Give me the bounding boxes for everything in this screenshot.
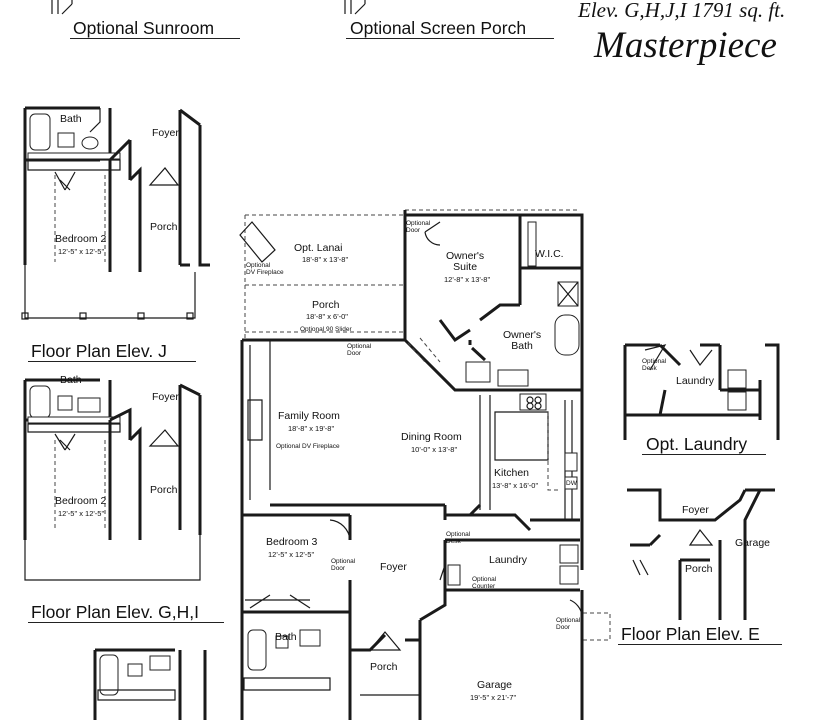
elev-e-garage-label: Garage <box>735 537 771 549</box>
bedroom-3-optional-door-note: Optional Door <box>331 558 356 572</box>
bath-label: Bath <box>275 631 297 643</box>
lanai-label: Opt. Lanai <box>294 242 343 254</box>
caption-underline <box>618 644 782 645</box>
caption-underline <box>70 38 240 39</box>
elev-ghi-foyer-label: Foyer <box>152 391 179 403</box>
laundry-label: Laundry <box>489 554 527 566</box>
family-room-label: Family Room <box>278 410 340 422</box>
family-fireplace-note: Optional DV Fireplace <box>276 443 340 450</box>
opt-laundry-label: Laundry <box>676 375 714 387</box>
caption-opt-laundry: Opt. Laundry <box>646 434 748 454</box>
elev-j-plan <box>21 106 210 320</box>
opt-laundry-plan <box>623 343 780 440</box>
kitchen-dimensions: 13'-8" x 16'-0" <box>492 481 539 490</box>
wic-label: W.I.C. <box>535 248 564 260</box>
caption-elev-e: Floor Plan Elev. E <box>621 624 760 644</box>
owners-suite-dimensions: 12'-8" x 13'-8" <box>444 275 491 284</box>
caption-elev-j: Floor Plan Elev. J <box>31 341 167 361</box>
owners-suite-label: Owner's Suite <box>446 250 485 273</box>
caption-sunroom: Optional Sunroom <box>73 18 215 38</box>
lanai-dimensions: 18'-8" x 13'-8" <box>302 255 349 264</box>
opt-laundry-desk-note: Optional Desk <box>642 358 667 372</box>
lanai-fireplace-note: Optional DV Fireplace <box>246 262 284 276</box>
elev-j-bath-label: Bath <box>60 113 82 125</box>
bottom-left-sketch <box>93 648 207 720</box>
bedroom-3-label: Bedroom 3 <box>266 536 318 548</box>
elevation-square-footage: Elev. G,H,J,I 1791 sq. ft. <box>578 0 786 22</box>
caption-underline <box>28 622 224 623</box>
screen-porch-sketch <box>344 0 366 15</box>
bedroom-3-dimensions: 12'-5" x 12'-5" <box>268 550 315 559</box>
elev-e-foyer-label: Foyer <box>682 504 709 516</box>
dishwasher-label: DW <box>566 480 577 487</box>
dining-room-dimensions: 10'-0" x 13'-8" <box>411 445 458 454</box>
foyer-label: Foyer <box>380 561 407 573</box>
owners-optional-door-note: Optional Door <box>406 220 431 234</box>
garage-optional-door-note: Optional Door <box>556 617 581 631</box>
family-room-dimensions: 18'-8" x 19'-8" <box>288 424 335 433</box>
porch-label: Porch <box>312 299 340 311</box>
front-porch-label: Porch <box>370 661 398 673</box>
elev-ghi-bedroom-dimensions: 12'-5" x 12'-5" <box>58 509 105 518</box>
elev-ghi-bath-label: Bath <box>60 374 82 386</box>
owners-bath-label: Owner's Bath <box>503 329 542 352</box>
plan-name: Masterpiece <box>594 25 777 66</box>
garage-dimensions: 19'-5" x 21'-7" <box>470 693 517 702</box>
elev-ghi-plan <box>23 378 202 581</box>
caption-underline <box>346 38 554 39</box>
elev-ghi-bedroom-label: Bedroom 2 <box>55 495 107 507</box>
elev-e-porch-label: Porch <box>685 563 713 575</box>
caption-screen-porch: Optional Screen Porch <box>350 18 527 38</box>
elev-j-porch-label: Porch <box>150 221 178 233</box>
kitchen-label: Kitchen <box>494 467 530 479</box>
elev-e-plan <box>627 488 775 620</box>
family-optional-door-note: Optional Door <box>347 343 372 357</box>
caption-underline <box>642 454 766 455</box>
optional-counter-note: Optional Counter <box>472 576 497 590</box>
elev-j-bedroom-label: Bedroom 2 <box>55 233 107 245</box>
porch-dimensions: 18'-8" x 6'-0" <box>306 312 348 321</box>
sunroom-sketch <box>51 0 73 15</box>
garage-label: Garage <box>477 679 513 691</box>
caption-underline <box>28 361 196 362</box>
slider-note: Optional 90 Slider <box>300 326 352 333</box>
main-plan <box>239 209 611 720</box>
elev-j-bedroom-dimensions: 12'-5" x 12'-5" <box>58 247 105 256</box>
caption-elev-ghi: Floor Plan Elev. G,H,I <box>31 602 199 622</box>
optional-desk-note: Optional Desk <box>446 531 471 545</box>
elev-ghi-porch-label: Porch <box>150 484 178 496</box>
dining-room-label: Dining Room <box>401 431 462 443</box>
elev-j-foyer-label: Foyer <box>152 127 179 139</box>
